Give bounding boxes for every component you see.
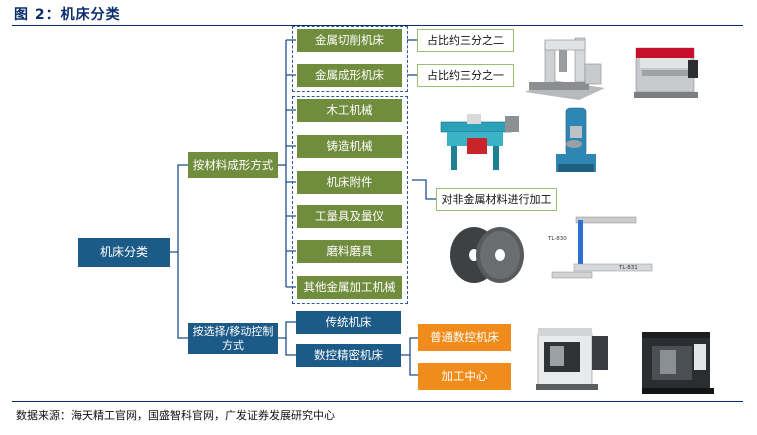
machining-center: 加工中心: [418, 363, 511, 390]
nonmetal-group-frame: [292, 96, 408, 304]
metal-cutting-machine: 金属切削机床: [297, 29, 402, 52]
note-one-third: 占比约三分之一: [417, 64, 514, 87]
press-brake-image: [634, 47, 698, 98]
ruler-label-a: TL-830: [548, 236, 567, 242]
gantry-machine-image: [525, 37, 605, 100]
title-rule: [12, 25, 743, 26]
branch-material: 按材料成形方式: [188, 152, 278, 178]
cnc-precision-machine: 数控精密机床: [296, 344, 401, 367]
source-note: 数据来源：海天精工官网，国盛智科官网，广发证券发展研究中心: [16, 409, 335, 422]
other-metalworking-machinery: 其他金属加工机械: [297, 276, 402, 299]
grinding-wheels-image: [450, 227, 524, 283]
traditional-machine: 传统机床: [296, 311, 401, 334]
machining-center-image: [642, 332, 714, 394]
cnc-machine-image: [536, 328, 608, 390]
casting-machine-image: [556, 107, 596, 172]
footer-rule: [12, 401, 743, 402]
casting-machinery: 铸造机械: [297, 135, 402, 158]
measuring-tools-image: [551, 216, 653, 279]
note-two-thirds: 占比约三分之二: [417, 29, 514, 52]
abrasives: 磨料磨具: [297, 240, 402, 263]
figure-title: 图 2：机床分类: [14, 7, 121, 23]
metal-group-frame: [292, 26, 408, 92]
woodworking-machinery: 木工机械: [297, 99, 402, 122]
metal-forming-machine: 金属成形机床: [297, 64, 402, 87]
woodworking-machine-image: [440, 114, 519, 170]
measuring-tools: 工量具及量仪: [297, 205, 402, 228]
branch-control: 按选择/移动控制方式: [188, 323, 278, 354]
ruler-label-b: TL-831: [619, 265, 638, 271]
ordinary-cnc-machine: 普通数控机床: [418, 324, 511, 351]
root-node: 机床分类: [78, 238, 170, 267]
machine-tool-accessories: 机床附件: [297, 171, 402, 194]
note-nonmetal: 对非金属材料进行加工: [436, 188, 557, 211]
